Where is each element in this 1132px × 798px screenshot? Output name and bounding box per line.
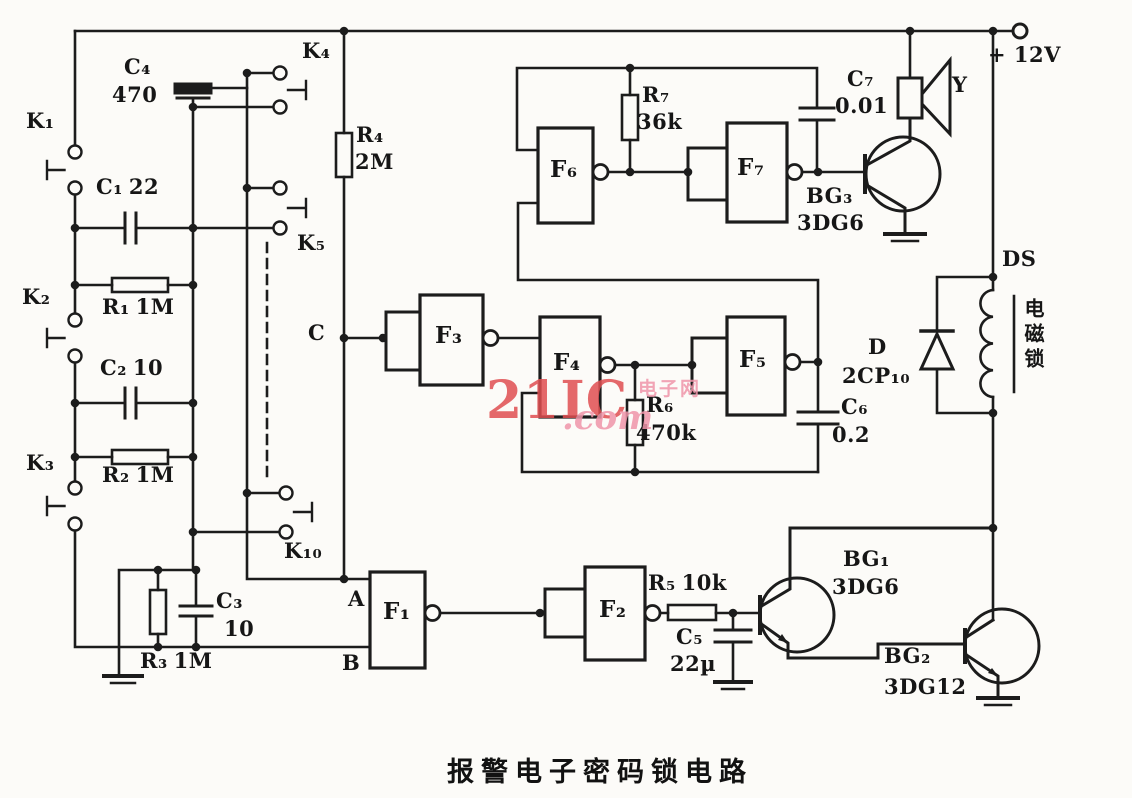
capacitor-symbols	[123, 82, 840, 644]
label-k5: K₅	[297, 230, 326, 255]
capacitor-c3-symbol	[178, 604, 214, 618]
gate-f6-symbol	[536, 126, 610, 225]
label-power: + 12V	[988, 42, 1061, 67]
label-gate-f4: F₄	[553, 349, 581, 376]
resistor-r6-symbol	[625, 398, 645, 447]
gate-symbols	[368, 121, 804, 670]
label-r7-name: R₇	[642, 82, 670, 107]
switch-k10-symbol	[278, 485, 314, 540]
wire-network	[73, 29, 1015, 682]
resistor-r4-symbol	[334, 131, 354, 179]
label-r6-name: R₆	[646, 392, 674, 417]
switch-k2-symbol	[45, 312, 83, 364]
label-k3: K₃	[26, 450, 55, 475]
label-c5-name: C₅	[676, 624, 703, 649]
label-node-a: A	[348, 586, 365, 611]
label-d-value: 2CP₁₀	[842, 363, 911, 388]
label-c6-value: 0.2	[832, 422, 871, 447]
capacitor-c6-symbol	[796, 410, 840, 426]
label-c7-name: C₇	[847, 66, 874, 91]
label-k1: K₁	[26, 108, 55, 133]
ground-bg3-icon	[883, 232, 927, 243]
transistor-symbols	[757, 116, 1041, 698]
label-c4-name: C₄	[124, 54, 151, 79]
switch-symbols	[45, 65, 314, 540]
transistor-bg2-symbol	[962, 607, 1041, 698]
label-node-ds: DS	[1002, 246, 1037, 271]
capacitor-c1-symbol	[123, 211, 138, 245]
ground-symbols	[102, 232, 1020, 707]
label-bg2-value: 3DG12	[884, 674, 967, 699]
junction-dots	[70, 26, 998, 652]
label-gate-f3: F₃	[435, 322, 463, 349]
label-r7-value: 36k	[637, 109, 683, 134]
ground-left-icon	[102, 674, 144, 685]
label-bg3-name: BG₃	[806, 183, 853, 208]
label-gate-f1: F₁	[383, 598, 411, 625]
label-bg1-value: 3DG6	[832, 574, 900, 599]
capacitor-c2-symbol	[123, 386, 138, 420]
label-c3-value: 10	[224, 616, 255, 641]
label-c3-name: C₃	[216, 588, 243, 613]
gate-f3-symbol	[384, 293, 500, 387]
ground-bg2-icon	[976, 696, 1020, 707]
capacitor-c4-symbol	[173, 82, 213, 95]
label-r4-name: R₄	[356, 122, 384, 147]
label-r4-value: 2M	[355, 149, 394, 174]
switch-k1-symbol	[45, 144, 83, 196]
switch-k5-symbol	[272, 180, 308, 236]
resistor-symbols	[110, 93, 718, 636]
ground-c5-icon	[713, 680, 753, 691]
capacitor-c5-symbol	[713, 628, 753, 644]
capacitor-c7-symbol	[798, 106, 836, 122]
coil-symbol	[979, 288, 1016, 399]
label-electromagnetic-lock: 电磁锁	[1021, 298, 1045, 373]
gate-f4-symbol	[538, 315, 617, 419]
label-k4: K₄	[302, 38, 331, 63]
switch-k3-symbol	[45, 480, 83, 532]
label-gate-f7: F₇	[737, 154, 765, 181]
gate-f5-symbol	[690, 315, 802, 417]
label-k2: K₂	[22, 284, 51, 309]
label-k10: K₁₀	[284, 538, 323, 563]
label-gate-f2: F₂	[599, 596, 627, 623]
label-speaker: Y	[952, 72, 968, 97]
label-c4-value: 470	[112, 82, 158, 107]
transistor-bg3-symbol	[862, 116, 942, 234]
resistor-r1-symbol	[110, 276, 170, 294]
label-gate-f6: F₆	[550, 156, 578, 183]
label-node-c: C	[308, 320, 326, 345]
label-d-name: D	[868, 334, 887, 359]
label-c6-name: C₆	[841, 394, 868, 419]
gate-f2-symbol	[543, 565, 662, 662]
switch-k4-symbol	[272, 65, 308, 115]
resistor-r2-symbol	[110, 448, 170, 466]
label-r6-value: 470k	[636, 420, 697, 445]
label-bg2-name: BG₂	[884, 643, 931, 668]
transistor-bg1-symbol	[757, 526, 995, 660]
diode-symbol	[918, 329, 956, 371]
label-c5-value: 22µ	[670, 651, 717, 676]
label-gate-f5: F₅	[739, 346, 767, 373]
power-terminal-icon	[1011, 22, 1029, 40]
gate-f1-symbol	[368, 570, 442, 670]
figure-caption: 报警电子密码锁电路	[447, 757, 753, 788]
label-bg3-value: 3DG6	[797, 210, 865, 235]
speaker-symbol	[896, 55, 952, 138]
resistor-r3-symbol	[148, 588, 168, 636]
label-bg1-name: BG₁	[843, 546, 890, 571]
label-node-b: B	[342, 650, 361, 675]
resistor-r5-symbol	[666, 603, 718, 622]
label-c7-value: 0.01	[835, 93, 889, 118]
resistor-r7-symbol	[620, 93, 640, 142]
